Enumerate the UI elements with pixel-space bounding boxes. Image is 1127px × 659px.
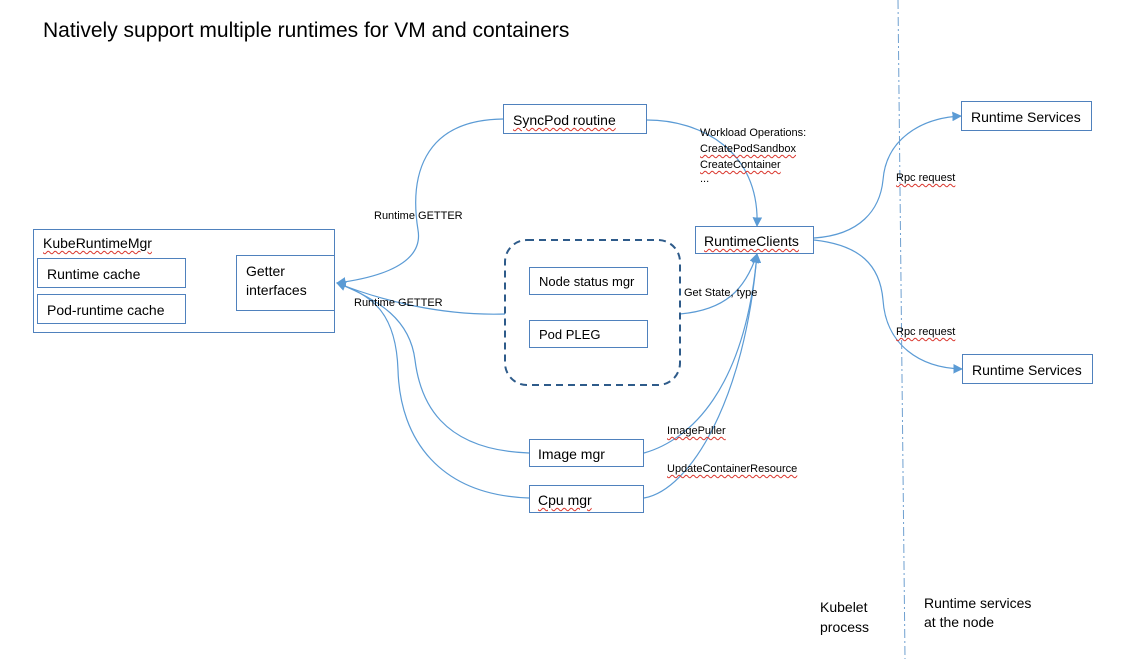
rpc-request-top-text: Rpc request [896,172,956,184]
edge-label-rpc-request-bottom: Rpc request [896,325,955,339]
edge-label-workload-ops-3: CreateContainer [700,159,781,171]
syncpod-routine-label: SyncPod routine [513,111,616,129]
state-group-boundary [504,239,681,386]
edge-label-image-puller: ImagePuller [667,425,726,437]
edge-label-rpc-request-top: Rpc request [896,171,955,185]
edge-label-update-container-resource: UpdateContainerResource [667,463,798,475]
page-title: Natively support multiple runtimes for V… [43,19,570,42]
runtime-services-top-label: Runtime Services [971,109,1081,125]
pod-pleg-box: Pod PLEG [529,320,648,348]
runtime-clients-label: RuntimeClients [704,233,799,249]
edge-runtimeclients-to-services-top [813,111,962,239]
edge-label-runtime-getter-top: Runtime GETTER [374,210,463,222]
getter-interfaces-box: Getter interfaces [236,255,335,311]
region-node-line2: at the node [924,614,995,630]
runtime-services-bottom-label: Runtime Services [972,362,1082,378]
cpu-mgr-box: Cpu mgr [529,485,644,513]
region-kubelet-line1: Kubelet [820,599,868,615]
node-status-mgr-label: Node status mgr [539,274,635,289]
runtime-cache-label: Runtime cache [47,266,141,282]
runtime-services-top-box: Runtime Services [961,101,1092,131]
pod-runtime-cache-box: Pod-runtime cache [37,294,186,324]
image-mgr-label: Image mgr [538,446,605,462]
getter-interfaces-label-line2: interfaces [246,282,307,298]
edge-imagemgr-to-runtimeclients [643,253,762,454]
node-status-mgr-box: Node status mgr [529,267,648,295]
edge-label-workload-ops-1: Workload Operations: [700,127,807,139]
edge-syncpod-to-runtimeclients [646,119,763,227]
syncpod-routine-box: SyncPod routine [503,104,647,134]
edge-imagemgr-to-getter [336,281,530,454]
cpu-mgr-label: Cpu mgr [538,492,592,508]
edge-cpumgr-to-getter [336,281,530,499]
edge-group-to-runtimeclients [679,253,759,315]
getter-interfaces-label-line1: Getter [246,263,285,279]
image-mgr-box: Image mgr [529,439,644,467]
edge-label-workload-ops-4: ... [700,173,710,185]
kube-runtime-mgr-label: KubeRuntimeMgr [43,235,152,251]
edge-label-workload-ops-2: CreatePodSandbox [700,143,797,155]
pod-runtime-cache-label: Pod-runtime cache [47,302,165,318]
syncpod-routine-text: SyncPod routine [513,112,616,128]
edge-runtimeclients-to-services-bottom [813,239,963,374]
kubelet-node-separator [897,0,906,659]
region-kubelet-line2: process [820,619,870,635]
runtime-cache-box: Runtime cache [37,258,186,288]
edge-syncpod-to-getter [336,118,504,287]
pod-pleg-label: Pod PLEG [539,327,601,342]
runtime-services-bottom-box: Runtime Services [962,354,1093,384]
edge-label-runtime-getter-mid: Runtime GETTER [354,297,443,309]
region-node-line1: Runtime services [924,595,1032,611]
rpc-request-bottom-text: Rpc request [896,326,956,338]
edge-label-get-state-type: Get State, type [684,287,758,299]
runtime-clients-box: RuntimeClients [695,226,814,254]
edge-cpumgr-to-runtimeclients [643,253,762,499]
